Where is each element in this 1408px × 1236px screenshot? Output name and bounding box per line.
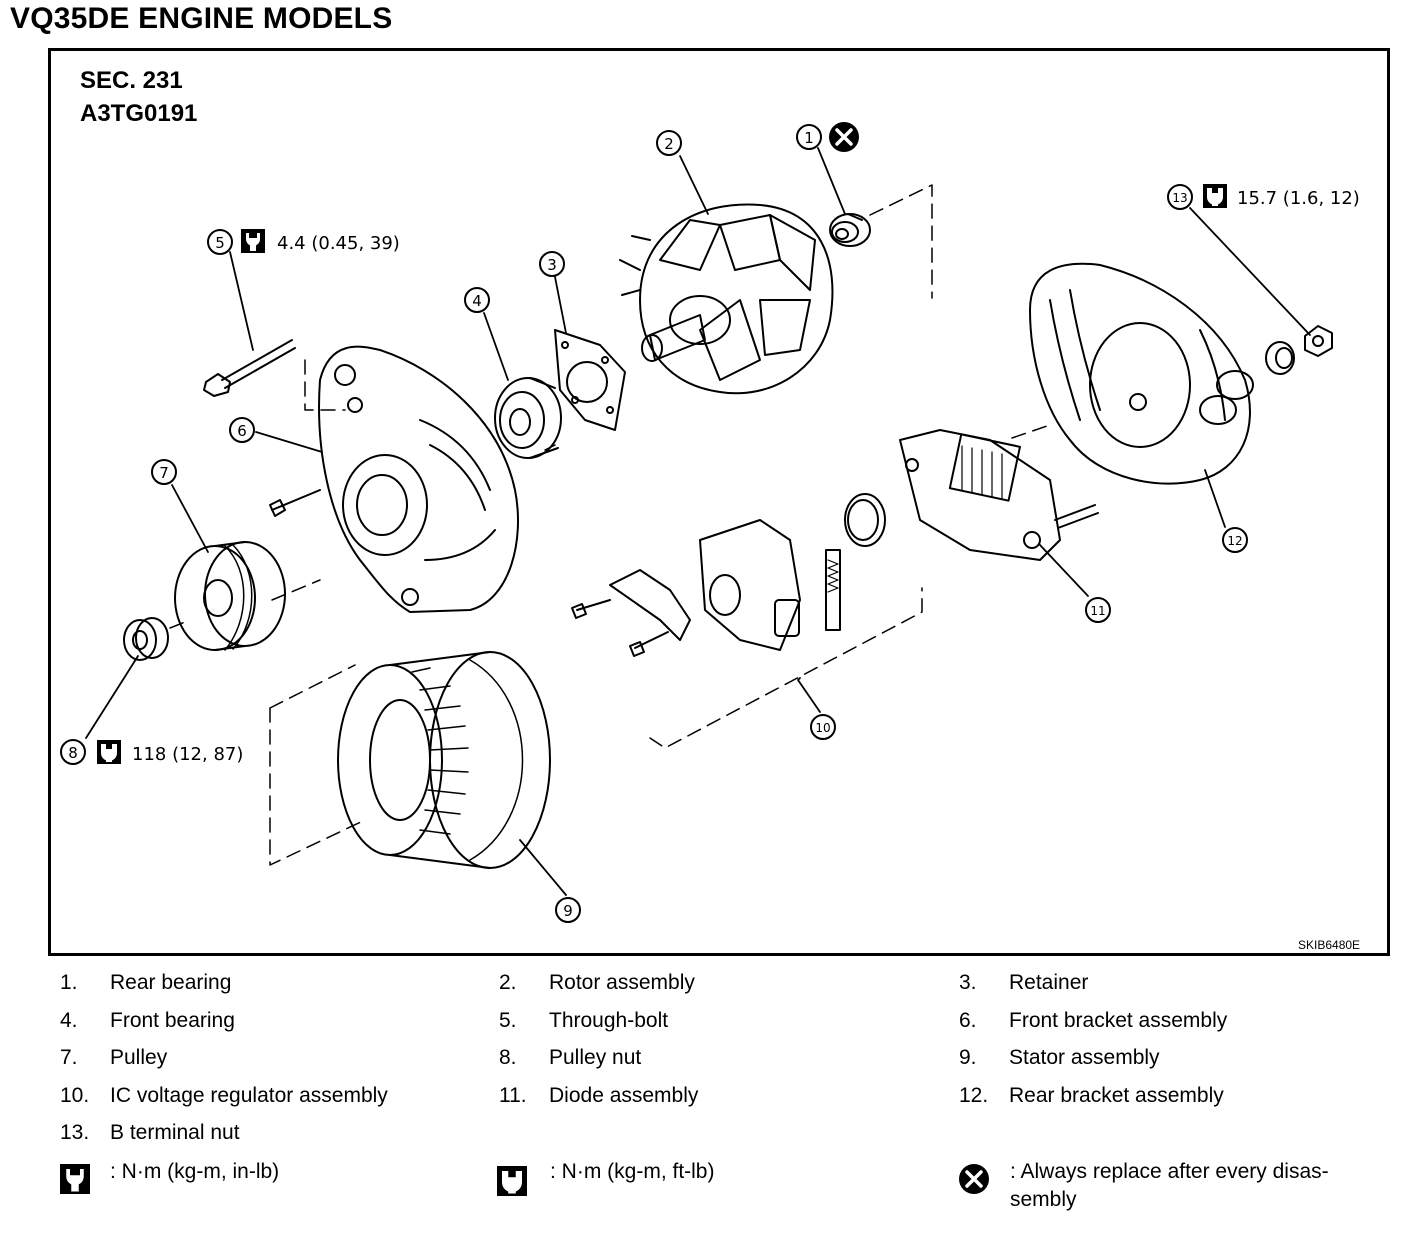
callout-9-label: 9 — [563, 902, 573, 920]
figure-id: SKIB6480E — [1298, 938, 1361, 952]
rear-bearing-part — [829, 213, 871, 247]
torque-spec-through-bolt: 4.4 (0.45, 39) — [277, 233, 400, 254]
figure-code: A3TG0191 — [80, 100, 198, 127]
callout-1 — [796, 124, 822, 150]
section-number: SEC. 231 — [80, 67, 183, 94]
callout-6-label: 6 — [237, 422, 247, 440]
callout-9 — [555, 897, 581, 923]
do-not-reuse-icon — [959, 1164, 989, 1194]
leader-lines — [85, 147, 1311, 896]
callout-5-label: 5 — [215, 234, 225, 252]
callout-13 — [1167, 184, 1193, 210]
callout-7-label: 7 — [159, 464, 169, 482]
callout-10-label: 10 — [815, 721, 830, 735]
do-not-reuse-icon — [829, 122, 859, 152]
callout-2 — [656, 130, 682, 156]
callout-3-label: 3 — [547, 256, 557, 274]
diagram-frame — [48, 48, 1390, 956]
callout-6 — [229, 417, 255, 443]
rotor-assembly-part — [619, 203, 834, 395]
ic-voltage-regulator-part — [571, 493, 886, 657]
exploded-view-diagram: 1 2 3 4 5 6 7 8 9 10 11 12 13 4.4 (0.45,… — [60, 122, 1360, 923]
callout-5 — [207, 229, 233, 255]
section-label: SEC. 231 A3TG0191 — [80, 64, 197, 130]
torque-spec-pulley-nut: 118 (12, 87) — [132, 744, 243, 765]
callout-3 — [539, 251, 565, 277]
diode-assembly-part — [899, 429, 1099, 561]
torque-wrench-icon — [60, 1164, 90, 1194]
callout-8 — [60, 739, 86, 765]
through-bolt-part — [203, 339, 296, 397]
torque-spec-b-terminal-nut: 15.7 (1.6, 12) — [1237, 188, 1360, 209]
callout-2-label: 2 — [664, 135, 674, 153]
b-terminal-nut-part — [1265, 325, 1333, 375]
rear-bracket-assembly-part — [1029, 262, 1254, 485]
stator-assembly-part — [337, 651, 551, 869]
torque-open-wrench-icon — [497, 1166, 527, 1196]
callout-4 — [464, 287, 490, 313]
callout-7 — [151, 459, 177, 485]
callout-11-label: 11 — [1090, 604, 1105, 618]
callout-12-label: 12 — [1227, 534, 1242, 548]
torque-wrench-icon — [240, 228, 266, 254]
callout-1-label: 1 — [804, 129, 814, 147]
assembly-axis-lines — [169, 184, 1051, 866]
callout-4-label: 4 — [472, 292, 482, 310]
callout-markers — [60, 124, 1248, 923]
torque-open-wrench-icon — [1202, 183, 1228, 209]
front-bracket-assembly-part — [269, 345, 519, 613]
callout-11 — [1085, 597, 1111, 623]
callout-13-label: 13 — [1172, 191, 1187, 205]
callout-numbers: 1 2 3 4 5 6 7 8 9 10 11 12 13 — [68, 129, 1242, 920]
torque-open-wrench-icon — [96, 739, 122, 765]
front-bearing-part — [494, 377, 562, 459]
callout-12 — [1222, 527, 1248, 553]
page-title: VQ35DE ENGINE MODELS — [10, 2, 393, 35]
callout-10 — [810, 714, 836, 740]
pulley-nut-part — [123, 617, 169, 661]
retainer-part — [554, 329, 626, 431]
callout-8-label: 8 — [68, 744, 78, 762]
pulley-part — [174, 541, 286, 651]
